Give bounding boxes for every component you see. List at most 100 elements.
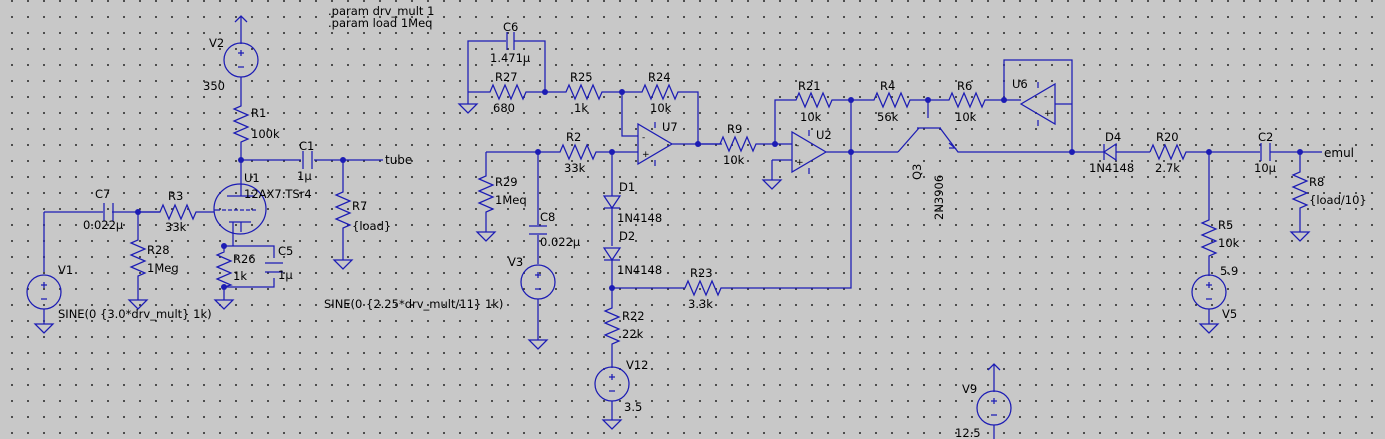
- r23-resistor[interactable]: [612, 152, 852, 297]
- c6-capacitor[interactable]: [467, 32, 546, 92]
- r5-value: 10k: [1218, 236, 1240, 250]
- u6-opamp[interactable]: - +: [1003, 59, 1073, 152]
- c7-capacitor[interactable]: [103, 203, 114, 221]
- r5-label: R5: [1218, 218, 1233, 232]
- r20-resistor[interactable]: [1149, 143, 1260, 161]
- v5-label: V5: [1222, 307, 1237, 321]
- d2-label: D2: [619, 229, 635, 243]
- v9-source[interactable]: [976, 363, 1012, 439]
- r5-resistor[interactable]: [1200, 152, 1218, 276]
- v5-value: 5.9: [1220, 264, 1238, 278]
- r1-label: R1: [251, 106, 266, 120]
- svg-text:+: +: [642, 150, 650, 160]
- r22-label: R22: [622, 309, 645, 323]
- c5-label: C5: [278, 244, 293, 258]
- u6-label: U6: [1012, 77, 1028, 91]
- r29-resistor[interactable]: [476, 152, 496, 242]
- u1-label: U1: [244, 171, 260, 185]
- r1-resistor[interactable]: [232, 96, 250, 160]
- r28-resistor[interactable]: [128, 212, 148, 310]
- r21-value: 10k: [800, 110, 822, 124]
- r3-resistor[interactable]: [138, 203, 214, 221]
- v2-source[interactable]: [223, 15, 259, 96]
- v12-label: V12: [626, 358, 649, 372]
- r7-resistor[interactable]: [333, 160, 353, 270]
- v2-label: V2: [209, 36, 224, 50]
- param-drv-mult: .param drv_mult 1: [328, 4, 434, 18]
- r6-resistor[interactable]: [928, 91, 1004, 109]
- v1-source[interactable]: [26, 274, 62, 334]
- u1-triode[interactable]: [213, 160, 267, 246]
- v12-source[interactable]: [594, 366, 630, 430]
- net-emul: emul: [1324, 146, 1354, 160]
- v3-label: V3: [508, 255, 523, 269]
- r21-label: R21: [798, 79, 821, 93]
- r24-label: R24: [648, 70, 671, 84]
- v9-value: 12.5: [955, 426, 981, 439]
- u7-label: U7: [662, 120, 678, 134]
- q3-transistor[interactable]: [897, 100, 1072, 153]
- r6-label: R6: [957, 79, 972, 93]
- r27-value: 680: [493, 101, 515, 115]
- r4-value: 56k: [877, 110, 899, 124]
- c2-capacitor[interactable]: [1260, 143, 1322, 161]
- r26-label: R26: [233, 252, 256, 266]
- r24-value: 10k: [650, 101, 672, 115]
- r2-value: 33k: [564, 161, 586, 175]
- svg-text:-: -: [796, 141, 799, 151]
- c1-value: 1µ: [297, 169, 312, 183]
- d1-diode[interactable]: [602, 152, 622, 246]
- svg-text:-: -: [642, 133, 645, 143]
- u1-value: 12AX7.TSr4: [244, 187, 312, 201]
- r9-resistor[interactable]: [698, 135, 775, 153]
- net-tube: tube: [385, 153, 412, 167]
- q3-label: Q3: [910, 164, 924, 180]
- c5-value: 1µ: [278, 268, 293, 282]
- d2-diode[interactable]: [602, 247, 622, 288]
- r2-label: R2: [566, 130, 581, 144]
- svg-text:-: -: [1044, 92, 1047, 102]
- q3-value: 2N3906: [932, 175, 946, 220]
- d4-label: D4: [1105, 130, 1121, 144]
- v5-source[interactable]: [1191, 274, 1227, 334]
- r23-label: R23: [690, 266, 713, 280]
- r20-label: R20: [1156, 130, 1179, 144]
- r8-resistor[interactable]: [1290, 152, 1310, 242]
- r8-label: R8: [1309, 175, 1324, 189]
- r25-resistor[interactable]: [545, 83, 622, 101]
- r26-value: 1k: [233, 269, 247, 283]
- d4-diode[interactable]: [1072, 142, 1150, 162]
- c8-value: 0.022µ: [540, 235, 581, 249]
- c1-capacitor[interactable]: [302, 151, 313, 169]
- r22-resistor[interactable]: [603, 288, 621, 368]
- v9-label: V9: [962, 382, 977, 396]
- r28-label: R28: [147, 243, 170, 257]
- c1-label: C1: [299, 139, 314, 153]
- v3-source[interactable]: [520, 264, 556, 350]
- r24-resistor[interactable]: [622, 83, 699, 144]
- d2-value: 1N4148: [617, 263, 662, 277]
- r8-value: {load/10}: [1309, 193, 1367, 207]
- r4-label: R4: [880, 79, 895, 93]
- r26-resistor[interactable]: [214, 246, 234, 310]
- v1-label: V1: [58, 263, 73, 277]
- r9-label: R9: [727, 122, 742, 136]
- c6-value: 1.471µ: [490, 51, 531, 65]
- r7-label: R7: [352, 199, 367, 213]
- r2-resistor[interactable]: [486, 143, 616, 161]
- c8-capacitor[interactable]: [529, 152, 547, 264]
- r28-value: 1Meg: [147, 261, 179, 275]
- c5-capacitor[interactable]: [265, 262, 283, 273]
- r27-resistor[interactable]: [468, 83, 545, 101]
- r4-resistor[interactable]: [851, 91, 928, 109]
- svg-text:+: +: [796, 158, 804, 168]
- u2-opamp[interactable]: - +: [762, 130, 898, 190]
- v3-value: SINE(0 {2.25*drv_mult/11} 1k): [324, 297, 503, 311]
- r29-label: R29: [495, 175, 518, 189]
- r7-value: {load}: [352, 219, 391, 233]
- c7-value: 0.022µ: [83, 218, 124, 232]
- svg-text:+: +: [1044, 109, 1052, 119]
- r9-value: 10k: [723, 153, 745, 167]
- r21-resistor[interactable]: [774, 91, 852, 152]
- d4-value: 1N4148: [1089, 161, 1134, 175]
